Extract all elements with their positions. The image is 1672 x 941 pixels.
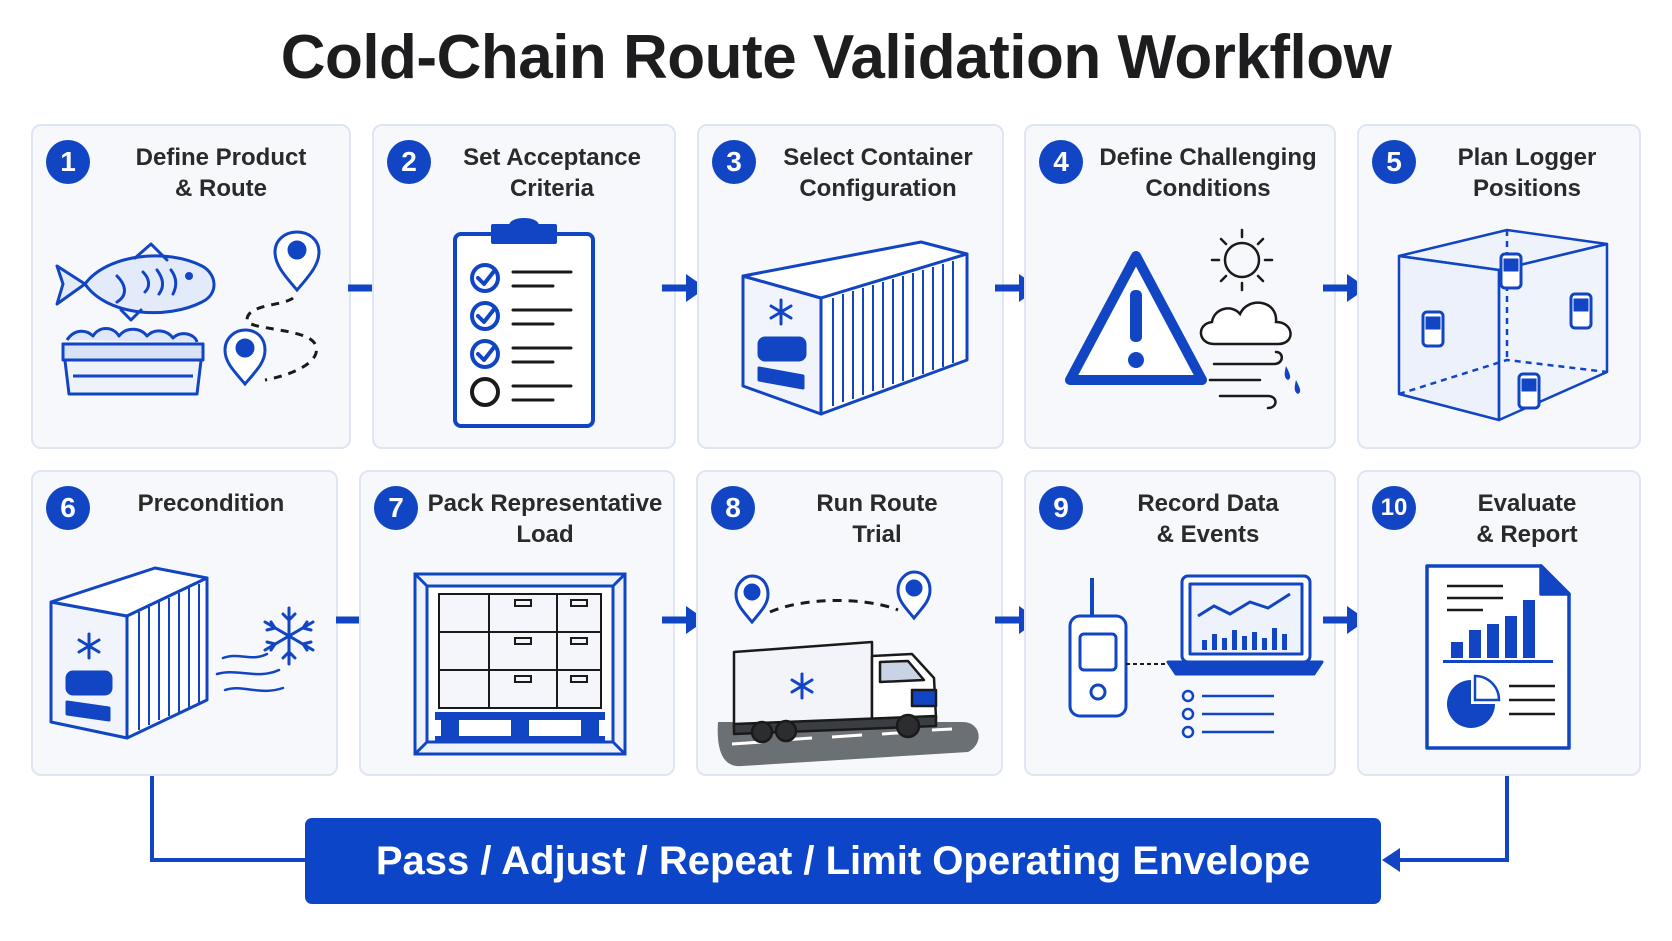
step-number-badge: 6 — [46, 486, 90, 530]
step-number-badge: 8 — [711, 486, 755, 530]
step-label: Define Challenging Conditions — [1099, 144, 1317, 202]
step-card-4: 4 Define Challenging Conditions — [1024, 124, 1336, 449]
step-number-badge: 1 — [46, 140, 90, 184]
loop-arrowhead — [1382, 848, 1400, 872]
report-document-icon — [1425, 564, 1571, 750]
reefer-truck-icon — [717, 570, 979, 767]
step-label: Select Container Configuration — [783, 144, 973, 202]
step-label: Precondition — [137, 490, 285, 517]
step-label: Pack Representative Load — [427, 490, 663, 548]
step-card-8: 8 Run Route Trial — [696, 470, 1003, 776]
step-label: Define Product & Route — [135, 144, 307, 202]
step-card-1: 1 Define Product & Route — [31, 124, 351, 449]
step-number-badge: 10 — [1372, 486, 1416, 530]
step-label: Plan Logger Positions — [1457, 144, 1597, 202]
step-card-5: 5 Plan Logger Positions — [1357, 124, 1641, 449]
step-card-9: 9 Record Data & Events — [1024, 470, 1336, 776]
logger-cube-icon — [1397, 228, 1609, 422]
packed-load-icon — [413, 572, 627, 756]
step-label: Set Acceptance Criteria — [463, 144, 641, 202]
reefer-container-icon — [741, 240, 969, 416]
data-logger-icon — [1421, 252, 1593, 410]
container-cooling-icon — [49, 566, 315, 740]
step-number-badge: 7 — [374, 486, 418, 530]
step-label: Evaluate & Report — [1476, 490, 1578, 548]
step-label: Run Route Trial — [816, 490, 938, 548]
outcome-banner: Pass / Adjust / Repeat / Limit Operating… — [305, 818, 1381, 904]
step-card-10: 10 Evaluate & Report — [1357, 470, 1641, 776]
step-label: Record Data & Events — [1137, 490, 1279, 548]
step-number-badge: 3 — [712, 140, 756, 184]
flow-arrow-2-3 — [662, 274, 706, 302]
logger-laptop-icon — [1068, 574, 1324, 739]
warning-weather-icon — [1065, 228, 1301, 410]
fish-ice-route-icon — [55, 230, 321, 396]
step-number-badge: 5 — [1372, 140, 1416, 184]
step-number-badge: 4 — [1039, 140, 1083, 184]
step-card-2: 2 Set Acceptance Criteria — [372, 124, 676, 449]
step-card-3: 3 Select Container Configuration — [697, 124, 1004, 449]
checklist-clipboard-icon — [453, 218, 595, 428]
step-card-6: 6 Precondition — [31, 470, 338, 776]
step-card-7: 7 Pack Representative Load — [359, 470, 675, 776]
page-title: Cold-Chain Route Validation Workflow — [280, 23, 1392, 92]
step-number-badge: 2 — [387, 140, 431, 184]
step-number-badge: 9 — [1039, 486, 1083, 530]
